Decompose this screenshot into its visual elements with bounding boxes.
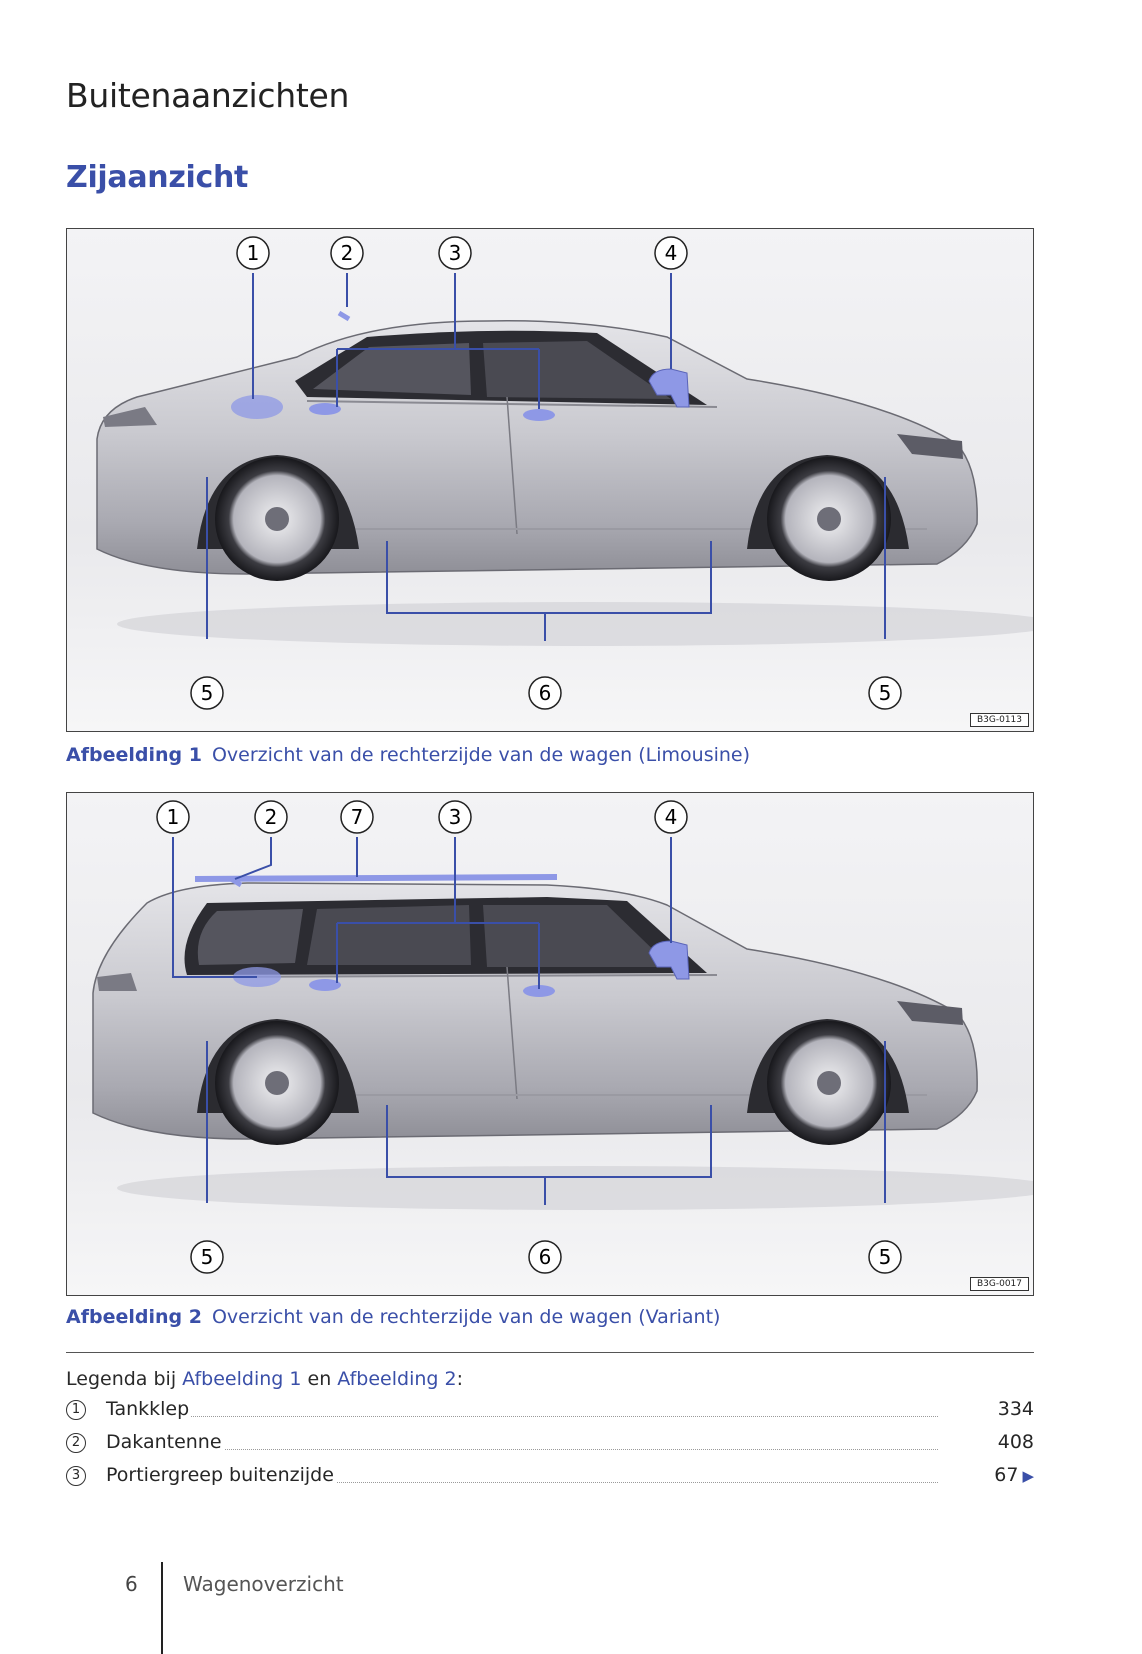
figure-2-link[interactable]: Afbeelding 2 [337, 1368, 457, 1390]
legend-intro-text: Legenda bij [66, 1368, 177, 1390]
footer-divider [161, 1562, 163, 1654]
section-name: Wagenoverzicht [183, 1572, 344, 1596]
svg-text:1: 1 [247, 241, 260, 265]
svg-text:6: 6 [539, 681, 552, 705]
svg-text:5: 5 [879, 681, 892, 705]
leader-dots [106, 1482, 938, 1483]
figure-code: B3G-0017 [969, 1277, 1029, 1291]
figure-caption-text: Overzicht van de rechterzijde van de wag… [211, 1306, 721, 1328]
svg-text:6: 6 [539, 1245, 552, 1269]
figure-2-caption: Afbeelding 2 Overzicht van de rechterzijd… [66, 1306, 720, 1328]
wagon-side-illustration [92, 837, 1033, 1210]
sedan-side-illustration [96, 273, 1033, 646]
legend-number-badge: 3 [66, 1466, 86, 1486]
figure-1-sedan: 1 2 3 4 5 6 5 B3G-0113 [66, 228, 1034, 732]
legend-item-label: Portiergreep buitenzijde [106, 1464, 336, 1486]
figure-2-wagon: 1 2 7 3 4 5 6 5 B3G-0017 [66, 792, 1034, 1296]
legend-number-badge: 1 [66, 1400, 86, 1420]
figure-label: Afbeelding 2 [66, 1306, 202, 1328]
legend-intro: Legenda bij Afbeelding 1 en Afbeelding 2… [66, 1368, 463, 1390]
svg-text:5: 5 [201, 1245, 214, 1269]
svg-text:7: 7 [351, 805, 364, 829]
svg-text:1: 1 [167, 805, 180, 829]
page-number: 6 [125, 1572, 138, 1596]
svg-text:2: 2 [265, 805, 278, 829]
page-reference-number: 67 [994, 1464, 1019, 1486]
legend-and-text: en [307, 1368, 332, 1390]
figure-label: Afbeelding 1 [66, 744, 202, 766]
svg-text:4: 4 [665, 241, 678, 265]
svg-text:3: 3 [449, 805, 462, 829]
figure-caption-text: Overzicht van de rechterzijde van de wag… [211, 744, 751, 766]
page-reference[interactable]: 67▶ [994, 1464, 1034, 1486]
figure-1-link[interactable]: Afbeelding 1 [182, 1368, 302, 1390]
leader-dots [106, 1416, 938, 1417]
svg-text:3: 3 [449, 241, 462, 265]
page-reference[interactable]: 408 [997, 1431, 1034, 1453]
legend-item: 3 Portiergreep buitenzijde 67▶ [66, 1464, 1034, 1492]
legend-item-label: Tankklep [106, 1398, 192, 1420]
legend-item: 1 Tankklep 334 [66, 1398, 1034, 1426]
legend-divider [66, 1352, 1034, 1353]
legend-colon: : [456, 1368, 464, 1390]
figure-code: B3G-0113 [969, 713, 1029, 727]
leader-dots [106, 1449, 938, 1450]
svg-text:2: 2 [341, 241, 354, 265]
continue-arrow-icon: ▶ [1022, 1467, 1034, 1485]
page-reference[interactable]: 334 [997, 1398, 1034, 1420]
legend-item-label: Dakantenne [106, 1431, 224, 1453]
svg-text:4: 4 [665, 805, 678, 829]
svg-text:5: 5 [879, 1245, 892, 1269]
figure-1-caption: Afbeelding 1 Overzicht van de rechterzijd… [66, 744, 750, 766]
section-subtitle: Zijaanzicht [66, 160, 249, 195]
legend-item: 2 Dakantenne 408 [66, 1431, 1034, 1459]
svg-text:5: 5 [201, 681, 214, 705]
legend-number-badge: 2 [66, 1433, 86, 1453]
page-title: Buitenaanzichten [66, 76, 350, 115]
